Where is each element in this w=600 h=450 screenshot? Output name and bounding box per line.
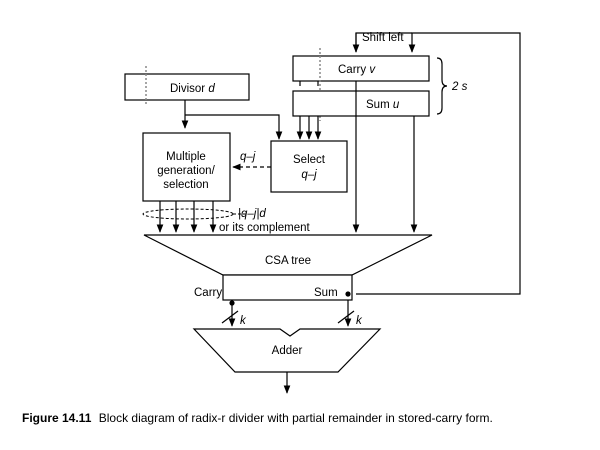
multiple-generation-line2: generation/ bbox=[157, 165, 215, 177]
sum-register bbox=[292, 90, 430, 117]
register-to-select-wires bbox=[296, 81, 322, 140]
sum-register-label: Sum u bbox=[366, 99, 400, 111]
carry-output-label: Carry bbox=[194, 287, 222, 299]
figure-caption-text: Block diagram of radix-r divider with pa… bbox=[98, 411, 493, 425]
figure-number: Figure 14.11 bbox=[22, 411, 92, 425]
two-s-label: 2 s bbox=[451, 81, 468, 93]
multiple-generation-line3: selection bbox=[163, 179, 208, 191]
divisor-wires bbox=[181, 100, 283, 140]
multiple-generation-line1: Multiple bbox=[166, 151, 206, 163]
qjd-label: |q–j|d bbox=[238, 208, 266, 220]
carry-register bbox=[292, 55, 430, 82]
carry-register-label: Carry v bbox=[338, 64, 376, 76]
sum-output-label: Sum bbox=[314, 287, 338, 299]
sum-junction-dot bbox=[345, 291, 351, 297]
adder-label: Adder bbox=[272, 345, 303, 357]
sum-width-k: k bbox=[356, 315, 363, 327]
divisor-label: Divisor d bbox=[170, 83, 215, 95]
adder-block bbox=[192, 328, 382, 373]
multiple-output-wires bbox=[156, 201, 217, 233]
qjd-bundle-ellipse bbox=[142, 208, 234, 220]
csa-tree-label: CSA tree bbox=[265, 255, 311, 267]
register-to-csa-wires bbox=[352, 81, 418, 233]
figure-caption: Figure 14.11 Block diagram of radix-r di… bbox=[22, 411, 592, 425]
select-box bbox=[270, 140, 348, 193]
qj-label: q–j bbox=[240, 151, 256, 163]
shift-left-label: Shift left bbox=[362, 32, 404, 44]
select-label-line1: Select bbox=[293, 154, 326, 166]
select-label-line2: q–j bbox=[301, 169, 317, 181]
registers-brace bbox=[436, 57, 448, 115]
multiple-generation-box bbox=[142, 132, 231, 202]
complement-label: or its complement bbox=[219, 222, 311, 234]
csa-output-bar bbox=[222, 274, 353, 301]
csa-to-adder-wires bbox=[221, 300, 355, 327]
carry-width-k: k bbox=[240, 315, 247, 327]
